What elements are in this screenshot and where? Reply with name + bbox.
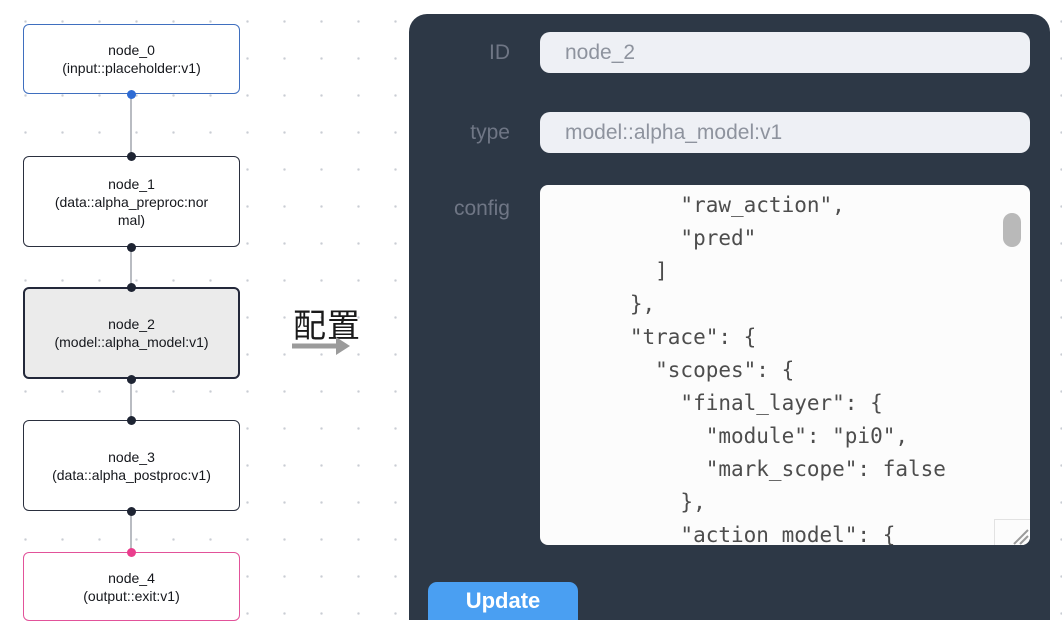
flow-node-node_1[interactable]: node_1 (data::alpha_preproc:normal) — [23, 156, 240, 247]
port-node1-out[interactable] — [127, 243, 136, 252]
node-title: node_2 — [108, 316, 155, 332]
node-type-label: (data::alpha_preproc:normal) — [54, 193, 209, 228]
resize-handle-icon[interactable] — [1008, 527, 1030, 545]
port-node2-in[interactable] — [127, 283, 136, 292]
textarea-resize-corner[interactable] — [994, 519, 1030, 545]
flow-node-node_4[interactable]: node_4 (output::exit:v1) — [23, 552, 240, 621]
edge-node1-node2[interactable] — [130, 249, 132, 289]
port-node0-out[interactable] — [127, 90, 136, 99]
config-editor[interactable]: "raw_action", "pred" ] }, "trace": { "sc… — [540, 185, 1030, 545]
edge-node2-node3[interactable] — [130, 381, 132, 422]
id-field-label: ID — [489, 41, 510, 64]
node-type-label: (input::placeholder:v1) — [62, 60, 201, 76]
right-arrow-icon — [292, 337, 350, 355]
node-title: node_3 — [108, 448, 155, 465]
node-title: node_0 — [108, 42, 155, 58]
node-config-panel: ID type config "raw_action", "pred" ] },… — [409, 14, 1050, 620]
config-json-text[interactable]: "raw_action", "pred" ] }, "trace": { "sc… — [629, 193, 946, 545]
flow-node-node_3[interactable]: node_3 (data::alpha_postproc:v1) — [23, 420, 240, 511]
node-type-label: (model::alpha_model:v1) — [54, 334, 209, 350]
port-node1-in[interactable] — [127, 152, 136, 161]
type-field-label: type — [470, 121, 510, 144]
id-input[interactable] — [540, 32, 1030, 73]
scrollbar-thumb[interactable] — [1003, 213, 1021, 247]
port-node3-out[interactable] — [127, 507, 136, 516]
node-title: node_4 — [108, 569, 155, 586]
flow-node-node_2[interactable]: node_2 (model::alpha_model:v1) — [23, 287, 240, 379]
type-input[interactable] — [540, 112, 1030, 153]
port-node3-in[interactable] — [127, 416, 136, 425]
port-node4-in[interactable] — [127, 548, 136, 557]
flow-node-node_0[interactable]: node_0 (input::placeholder:v1) — [23, 24, 240, 94]
node-type-label: (output::exit:v1) — [83, 587, 180, 604]
node-type-label: (data::alpha_postproc:v1) — [52, 466, 211, 483]
config-annotation-label: 配置 — [293, 307, 361, 344]
edge-node0-node1[interactable] — [130, 96, 132, 158]
node-title: node_1 — [108, 175, 155, 192]
config-field-label: config — [453, 197, 510, 220]
update-button[interactable]: Update — [428, 582, 578, 620]
port-node2-out[interactable] — [127, 375, 136, 384]
edge-node3-node4[interactable] — [130, 513, 132, 554]
